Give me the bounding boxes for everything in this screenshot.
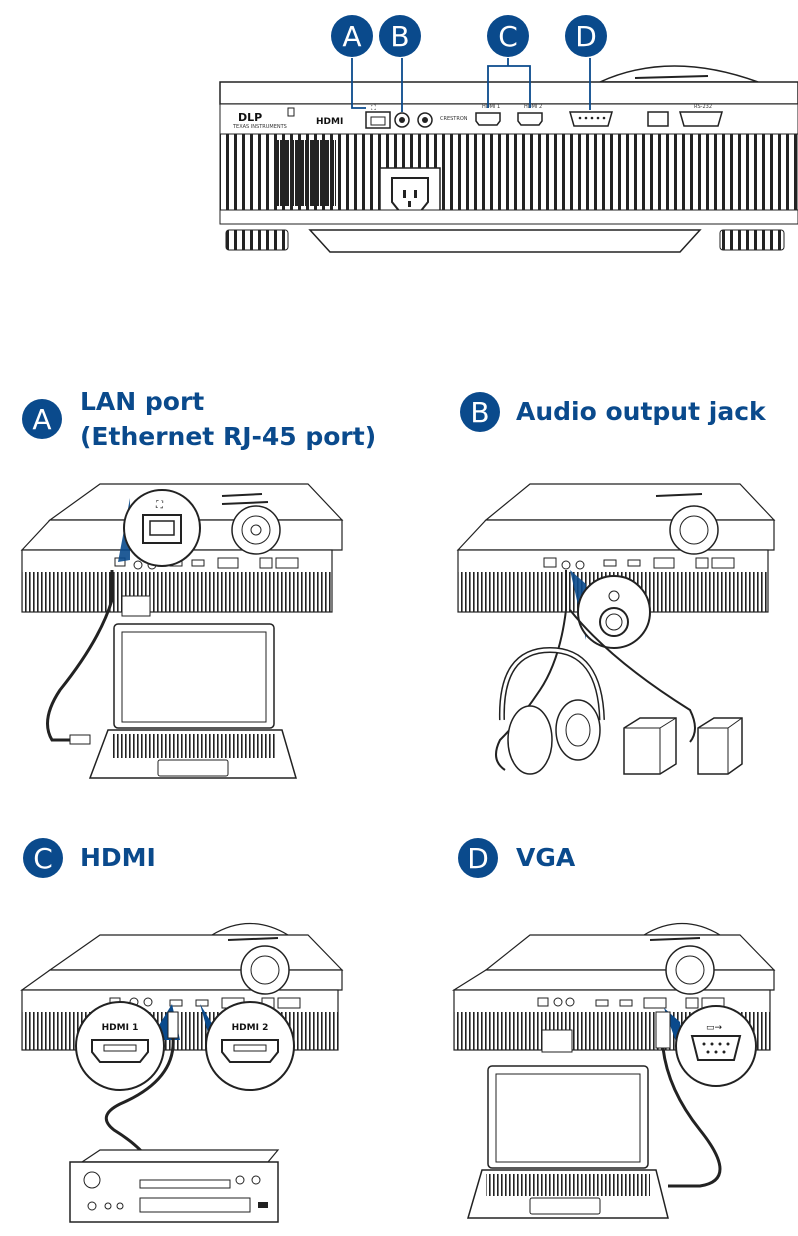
section-c-letter: C (33, 842, 53, 875)
badge-c: C (487, 15, 529, 57)
hdmi1-label: HDMI 1 (482, 104, 500, 110)
section-c-badge (23, 838, 63, 878)
svg-text:B: B (390, 20, 409, 53)
lan-icon: ⛶ (371, 104, 376, 112)
section-b-letter: B (470, 396, 489, 429)
badge-a: A (331, 15, 373, 57)
dlp-sublabel: TEXAS INSTRUMENTS (232, 124, 287, 130)
rs232-label: RS-232 (694, 104, 712, 110)
section-c: C HDMI HDMI 1 (20, 838, 344, 1223)
top-rear-panel: DLP TEXAS INSTRUMENTS HDMI ⛶ CRESTRON HD… (219, 65, 798, 253)
dlp-logo: DLP (238, 111, 262, 124)
top-badges: A B C D (331, 15, 607, 57)
section-a-badge (22, 399, 62, 439)
badge-d: D (565, 15, 607, 57)
headphones (498, 646, 605, 775)
hdmi1-port[interactable] (475, 112, 501, 126)
hdmi2-zoom-label: HDMI 2 (232, 1023, 269, 1033)
section-d-letter: D (467, 842, 489, 875)
section-d: D VGA ▭→ (451, 838, 776, 1219)
headphone-icon (608, 590, 620, 602)
lan-zoom-icon: ⛶ (155, 500, 164, 511)
section-d-title: VGA (516, 843, 576, 872)
section-b-badge (460, 392, 500, 432)
lan-zoom-callout: ⛶ (118, 489, 201, 567)
lock-icon (287, 107, 295, 117)
vga-icon: ▭→ (706, 1023, 723, 1033)
laptop-a (88, 623, 297, 779)
section-a-title-line1: LAN port (80, 387, 204, 416)
vga-zoom-port (690, 1035, 742, 1061)
section-c-title: HDMI (80, 843, 156, 872)
vga-port[interactable] (569, 111, 613, 127)
svg-text:D: D (575, 20, 597, 53)
projector-c (20, 922, 344, 1051)
speakers (623, 717, 743, 775)
av-receiver (69, 1149, 280, 1223)
lan-zoom-port (142, 514, 182, 544)
lan-cable (46, 570, 114, 742)
hdmi-logo: HDMI (316, 117, 343, 127)
hdmi1-zoom-label: HDMI 1 (102, 1023, 139, 1033)
svg-text:C: C (498, 20, 518, 53)
usb-port[interactable] (647, 111, 669, 127)
section-a: A LAN port (Ethernet RJ-45 port) (20, 387, 376, 779)
audio-zoom-callout (570, 570, 651, 649)
hdmi2-port[interactable] (517, 112, 543, 126)
section-b: B Audio output jack (456, 392, 776, 775)
section-a-letter: A (32, 403, 51, 436)
section-b-title: Audio output jack (516, 397, 767, 426)
section-d-badge (458, 838, 498, 878)
section-a-title-line2: (Ethernet RJ-45 port) (80, 422, 376, 451)
crestron-label: CRESTRON (440, 116, 468, 122)
laptop-d (467, 1065, 669, 1219)
speaker-cable (569, 609, 696, 743)
lan-port[interactable] (365, 111, 391, 129)
vga-cable (661, 1047, 722, 1188)
hdmi2-label: HDMI 2 (524, 104, 542, 110)
hdmi-cable (104, 1037, 175, 1163)
callout-lines (351, 58, 591, 112)
hdmi2-zoom-callout: HDMI 2 (200, 1001, 295, 1091)
projector-a (20, 483, 344, 617)
svg-text:A: A (342, 20, 361, 53)
rs232-port[interactable] (679, 111, 723, 127)
badge-b: B (379, 15, 421, 57)
projector-b (456, 483, 776, 613)
